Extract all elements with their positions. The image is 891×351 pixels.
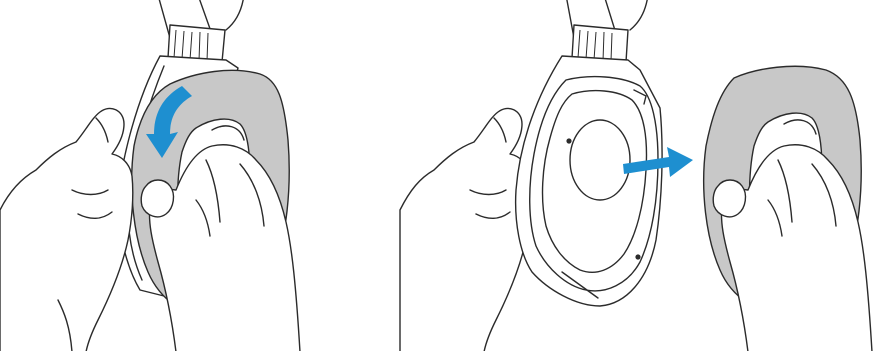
headband — [566, 0, 648, 62]
panel-remove-cushion — [0, 0, 300, 351]
headband — [158, 0, 244, 62]
left-hand — [400, 108, 531, 351]
left-hand — [0, 108, 133, 351]
panel-cushion-removed — [400, 0, 872, 351]
earcup-without-cushion — [516, 56, 662, 306]
